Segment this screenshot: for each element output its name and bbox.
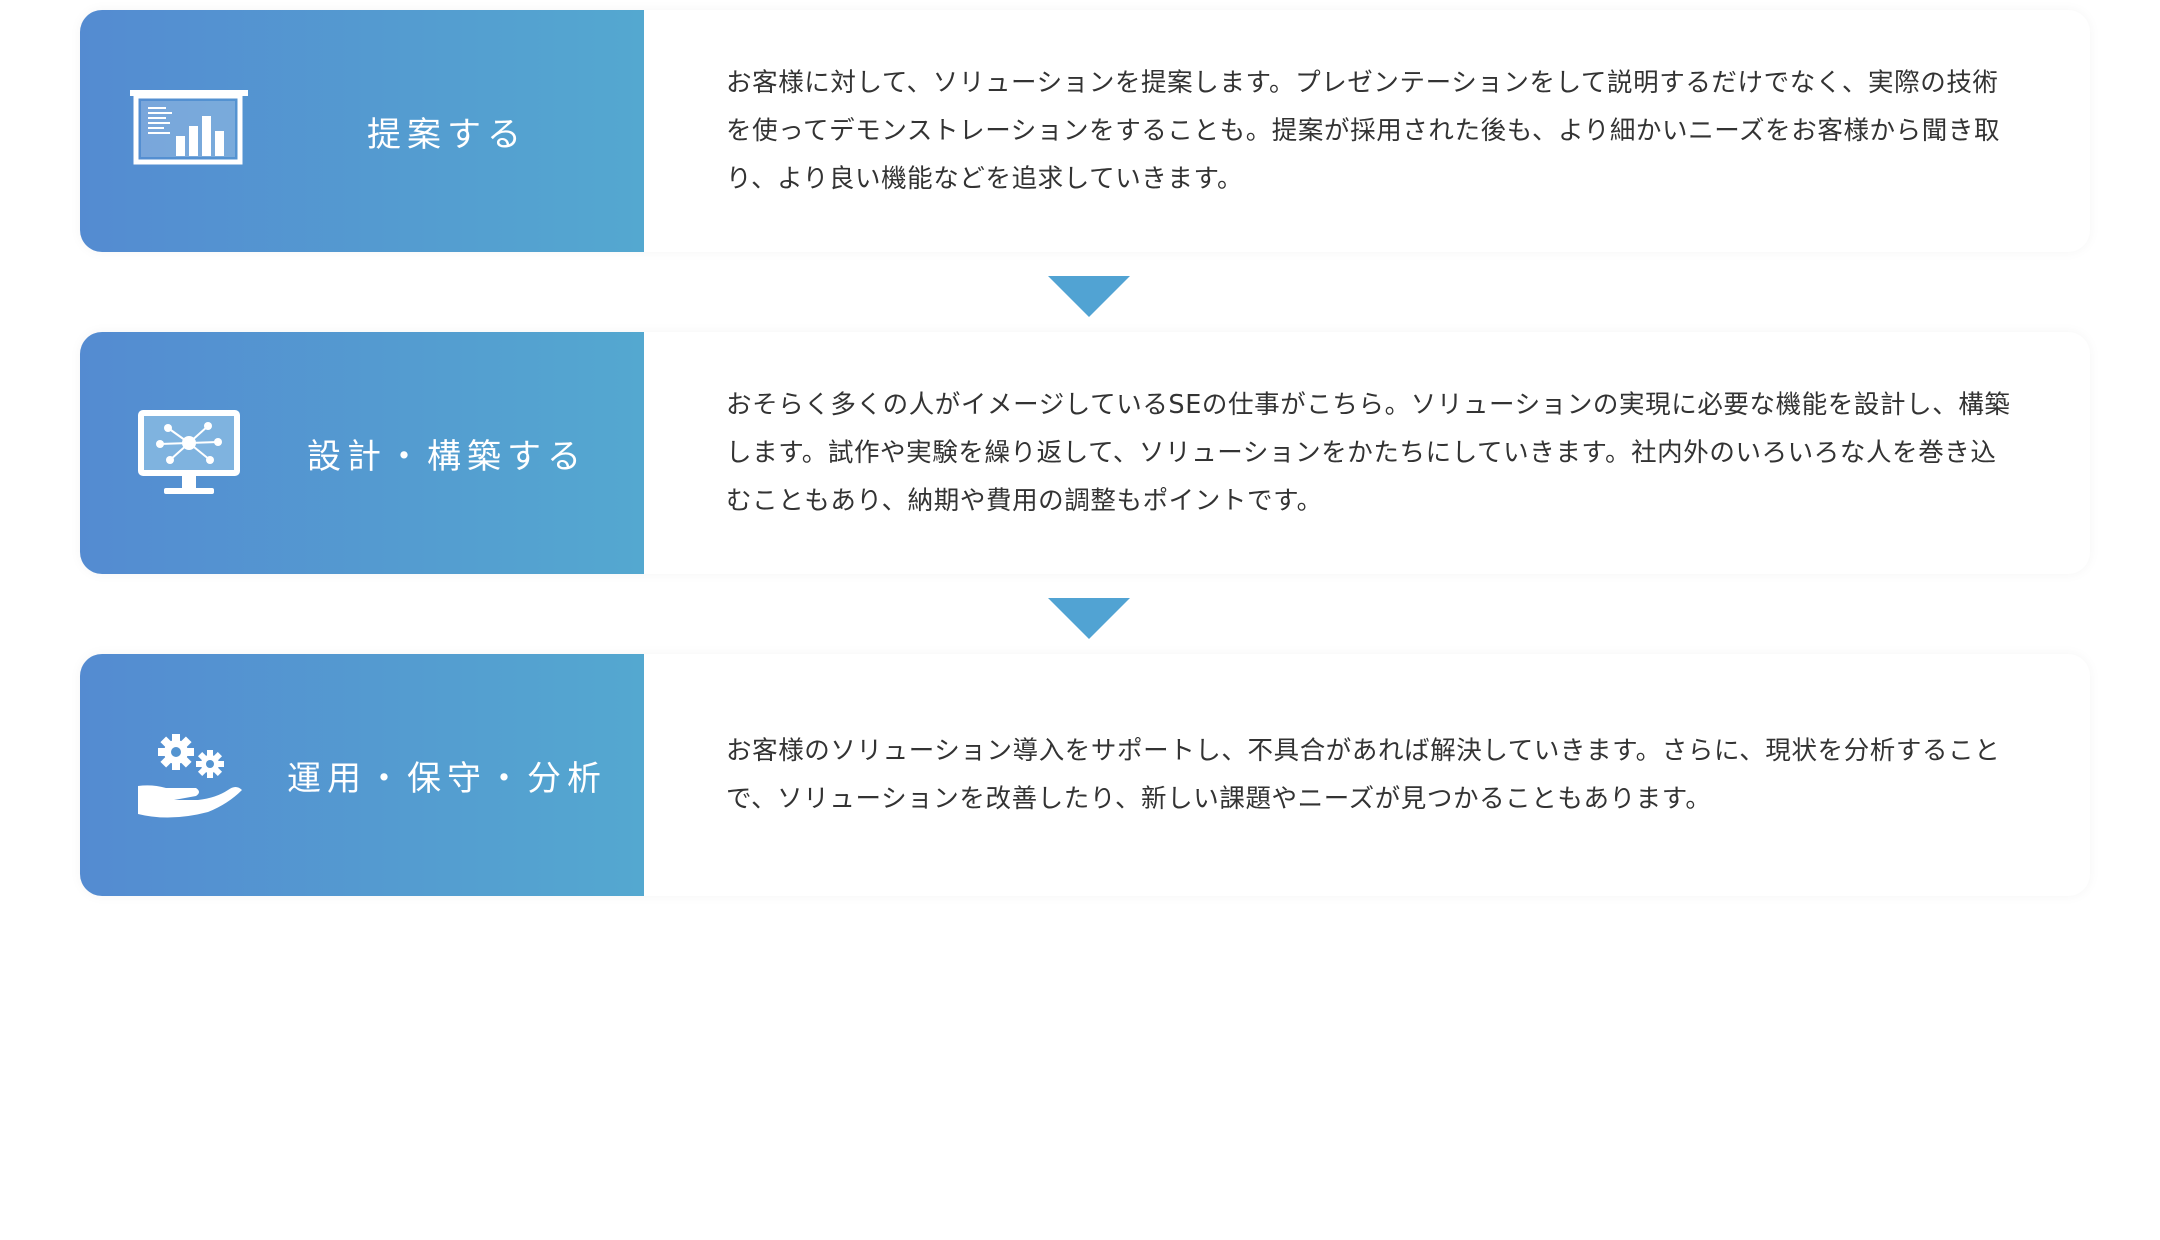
presentation-chart-icon — [130, 86, 250, 178]
step-description-text: お客様に対して、ソリューションを提案します。プレゼンテーションをして説明するだけ… — [726, 68, 2001, 194]
step-description-text: お客様のソリューション導入をサポートし、不具合があれば解決していきます。さらに、… — [726, 736, 2001, 814]
step-card-operate-maintain-analyze: 運用・保守・分析 お客様のソリューション導入をサポートし、不具合があれば解決して… — [80, 654, 2090, 896]
step-description-text: おそらく多くの人がイメージしているSEの仕事がこちら。ソリューションの実現に必要… — [726, 390, 2011, 516]
step-title: 運用・保守・分析 — [287, 758, 607, 799]
step-header: 設計・構築する — [80, 332, 644, 574]
step-title: 提案する — [367, 114, 527, 155]
step-card-design-build: 設計・構築する おそらく多くの人がイメージしているSEの仕事がこちら。ソリューシ… — [80, 332, 2090, 574]
monitor-network-icon — [130, 408, 250, 500]
down-arrow-icon — [1048, 276, 1130, 317]
step-card-propose: 提案する お客様に対して、ソリューションを提案します。プレゼンテーションをして説… — [80, 10, 2090, 252]
step-header: 提案する — [80, 10, 644, 252]
hand-gears-icon — [130, 730, 250, 822]
step-description: おそらく多くの人がイメージしているSEの仕事がこちら。ソリューションの実現に必要… — [726, 332, 2014, 574]
step-title: 設計・構築する — [307, 436, 587, 477]
step-header: 運用・保守・分析 — [80, 654, 644, 896]
step-description: お客様に対して、ソリューションを提案します。プレゼンテーションをして説明するだけ… — [726, 10, 2014, 252]
down-arrow-icon — [1048, 598, 1130, 639]
step-description: お客様のソリューション導入をサポートし、不具合があれば解決していきます。さらに、… — [726, 654, 2014, 896]
